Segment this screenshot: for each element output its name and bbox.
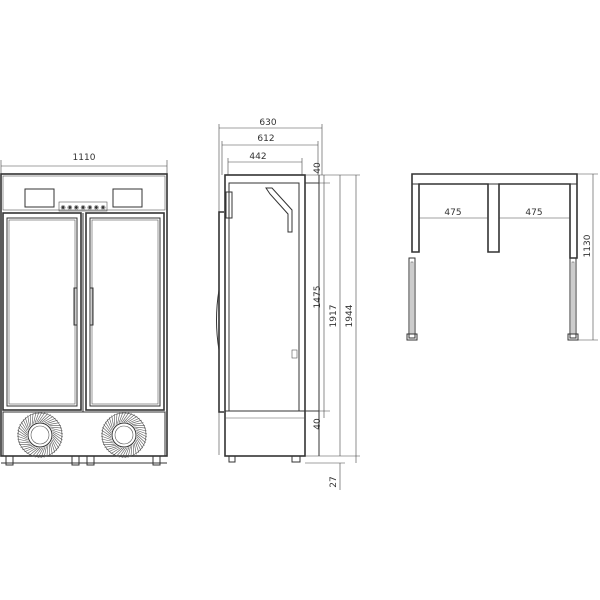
left-door — [2, 212, 82, 411]
display-right — [112, 188, 143, 208]
fan-right — [100, 411, 148, 459]
panel-button-icon: ◉ — [60, 204, 65, 211]
side-cabinet-outline — [224, 174, 306, 457]
front-width-dimension: 1110 — [0, 153, 168, 176]
panel-button-icon: ◉ — [67, 204, 72, 211]
top-view: 475 475 1130 — [406, 173, 598, 341]
control-panel: ◉◉◉◉◉◉◉ — [24, 188, 143, 212]
top-swing-left-label: 475 — [444, 208, 461, 218]
panel-button-icon: ◉ — [74, 204, 79, 211]
top-depth-dimension: 1130 — [577, 173, 598, 341]
side-inner-height-label: 1475 — [313, 286, 323, 309]
side-depth-inner-label: 442 — [249, 152, 266, 162]
side-depth-total-label: 630 — [259, 118, 276, 128]
side-bottom-gap-label: 40 — [313, 418, 323, 430]
top-swing-dimensions: 475 475 — [419, 208, 570, 219]
side-depth-dimensions: 630 612 442 — [218, 118, 323, 455]
display-left — [24, 188, 55, 208]
fan-compartment — [2, 411, 166, 457]
panel-button-icon: ◉ — [100, 204, 105, 211]
panel-button-icon: ◉ — [94, 204, 99, 211]
panel-button-icon: ◉ — [80, 204, 85, 211]
top-cabinet-outline — [411, 173, 578, 259]
top-left-open-door — [406, 257, 418, 341]
top-swing-right-label: 475 — [525, 208, 542, 218]
top-depth-label: 1130 — [583, 234, 593, 257]
side-height-dimensions: 40 1475 40 1917 1944 27 — [305, 162, 360, 490]
side-mid-height-label: 1917 — [329, 305, 339, 328]
panel-button-icon: ◉ — [87, 204, 92, 211]
right-door-handle — [89, 287, 94, 326]
cabinet-outline — [0, 173, 168, 457]
front-width-label: 1110 — [73, 153, 96, 163]
internal-air-duct — [265, 187, 293, 233]
side-door-profile — [218, 211, 224, 413]
side-top-gap-label: 40 — [313, 162, 323, 174]
front-feet — [1, 455, 167, 466]
right-door — [85, 212, 165, 411]
side-leg-height-label: 27 — [329, 476, 339, 487]
panel-buttons: ◉◉◉◉◉◉◉ — [60, 204, 105, 211]
fan-left — [16, 411, 64, 459]
top-right-open-door — [567, 257, 579, 341]
side-view: 630 612 442 — [216, 118, 360, 490]
side-total-height-label: 1944 — [345, 304, 355, 327]
left-door-handle — [73, 287, 78, 326]
front-view: 1110 ◉◉◉◉◉◉◉ — [0, 153, 168, 466]
side-depth-mid-label: 612 — [257, 134, 274, 144]
